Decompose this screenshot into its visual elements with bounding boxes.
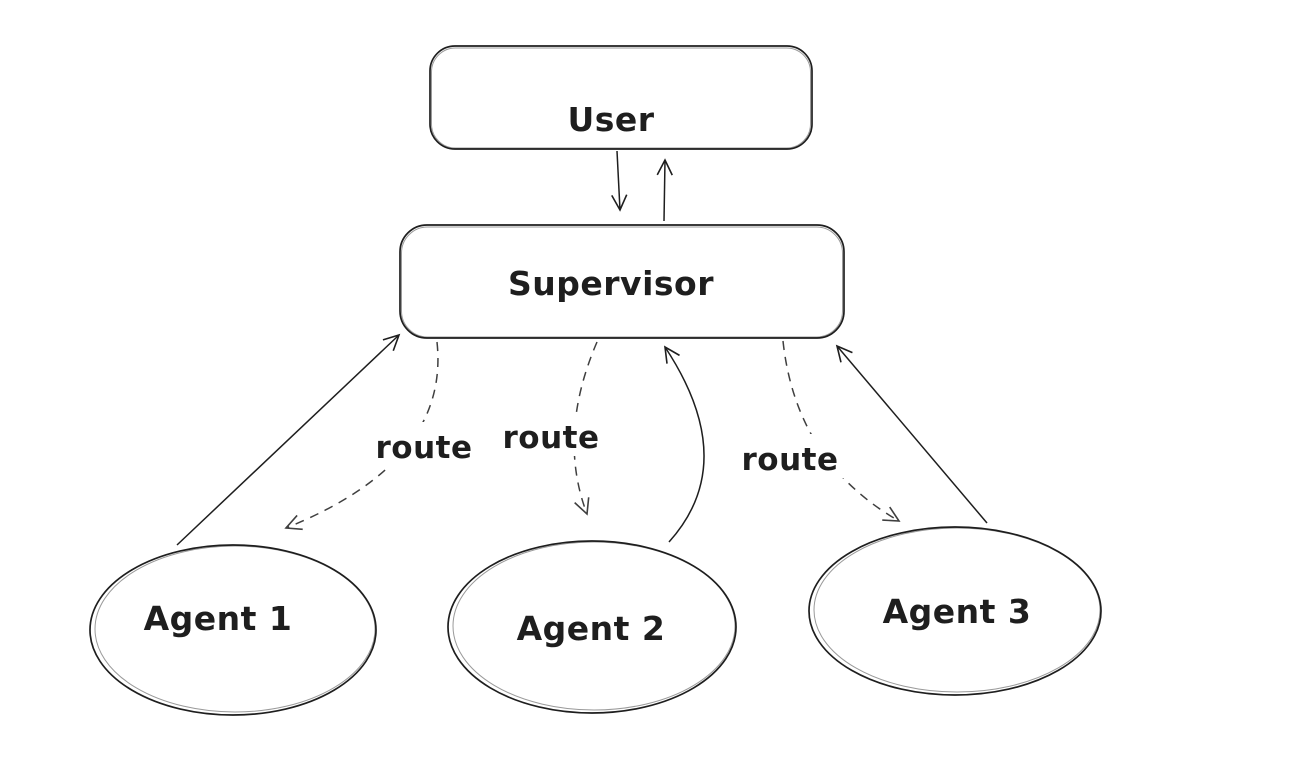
edge-supervisor-to-agent2[interactable] (573, 341, 598, 516)
edge-supervisor-to-agent3[interactable] (782, 340, 901, 522)
edge-supervisor-to-user[interactable] (656, 158, 673, 222)
edge-agent2-to-supervisor[interactable] (664, 345, 705, 543)
agent1-ellipse[interactable] (89, 544, 377, 716)
edge-agent3-to-supervisor[interactable] (835, 344, 988, 524)
node-agent3[interactable]: Agent 3 (808, 526, 1102, 696)
agent3-label: Agent 3 (883, 592, 1032, 631)
route-label-2[interactable]: route (503, 420, 600, 456)
node-agent1[interactable]: Agent 1 (89, 544, 377, 716)
agent2-label: Agent 2 (517, 609, 666, 648)
route-label-1-background (367, 422, 479, 466)
agent3-ellipse-sketch-echo (813, 527, 1101, 693)
agent2-ellipse[interactable] (447, 540, 737, 714)
user-box-sketch-echo (431, 47, 811, 149)
agent3-ellipse[interactable] (808, 526, 1102, 696)
edge-labels-layer: route route route (367, 412, 848, 478)
route-label-2-background (495, 412, 607, 456)
route-label-3[interactable]: route (742, 442, 839, 478)
edge-agent1-to-supervisor[interactable] (176, 333, 401, 546)
supervisor-box-sketch-echo (401, 226, 843, 338)
edges-layer (176, 150, 988, 546)
user-box[interactable] (429, 45, 813, 150)
agent2-ellipse-sketch-echo (452, 541, 736, 711)
node-user[interactable]: User (429, 45, 813, 150)
user-label: User (567, 100, 654, 139)
edge-user-to-supervisor[interactable] (611, 150, 628, 212)
route-label-1[interactable]: route (376, 430, 473, 466)
node-supervisor[interactable]: Supervisor (399, 224, 845, 339)
route-label-3-background (732, 434, 848, 478)
supervisor-box[interactable] (399, 224, 845, 339)
supervisor-label: Supervisor (508, 264, 714, 303)
node-agent2[interactable]: Agent 2 (447, 540, 737, 714)
agent1-label: Agent 1 (144, 599, 293, 638)
agent1-ellipse-sketch-echo (94, 545, 376, 713)
